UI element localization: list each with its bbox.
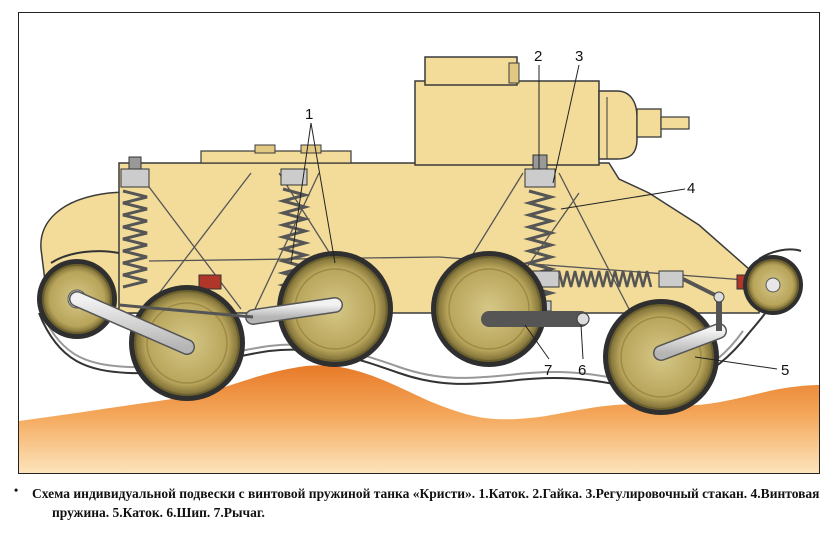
turret [414,56,690,166]
callout-leaders [290,64,778,370]
idler-wheel [743,255,803,315]
arm-4 [653,291,727,361]
label-3: 3 [575,48,583,65]
christie-suspension-diagram: 1 2 3 4 5 6 7 [19,48,819,473]
caption-line-2: пружина. 5.Каток. 6.Шип. 7.Рычаг. [52,505,265,520]
caption-bullet: • [14,483,19,497]
label-6: 6 [578,362,586,379]
arm-2 [118,297,343,325]
road-wheel-3 [431,251,547,367]
label-4: 4 [687,180,695,197]
ground-terrain [19,365,819,473]
label-2: 2 [534,48,542,65]
damper-block-1 [198,274,222,290]
spring-column-1 [120,156,150,289]
arm-1 [69,291,195,355]
label-5: 5 [781,362,789,379]
label-1: 1 [305,106,313,123]
caption-line-1: Схема индивидуальной подвески с винтовой… [32,486,820,501]
label-7: 7 [544,362,552,379]
arm-3-lever [481,311,590,327]
diagram-frame: 1 2 3 4 5 6 7 [18,12,820,474]
